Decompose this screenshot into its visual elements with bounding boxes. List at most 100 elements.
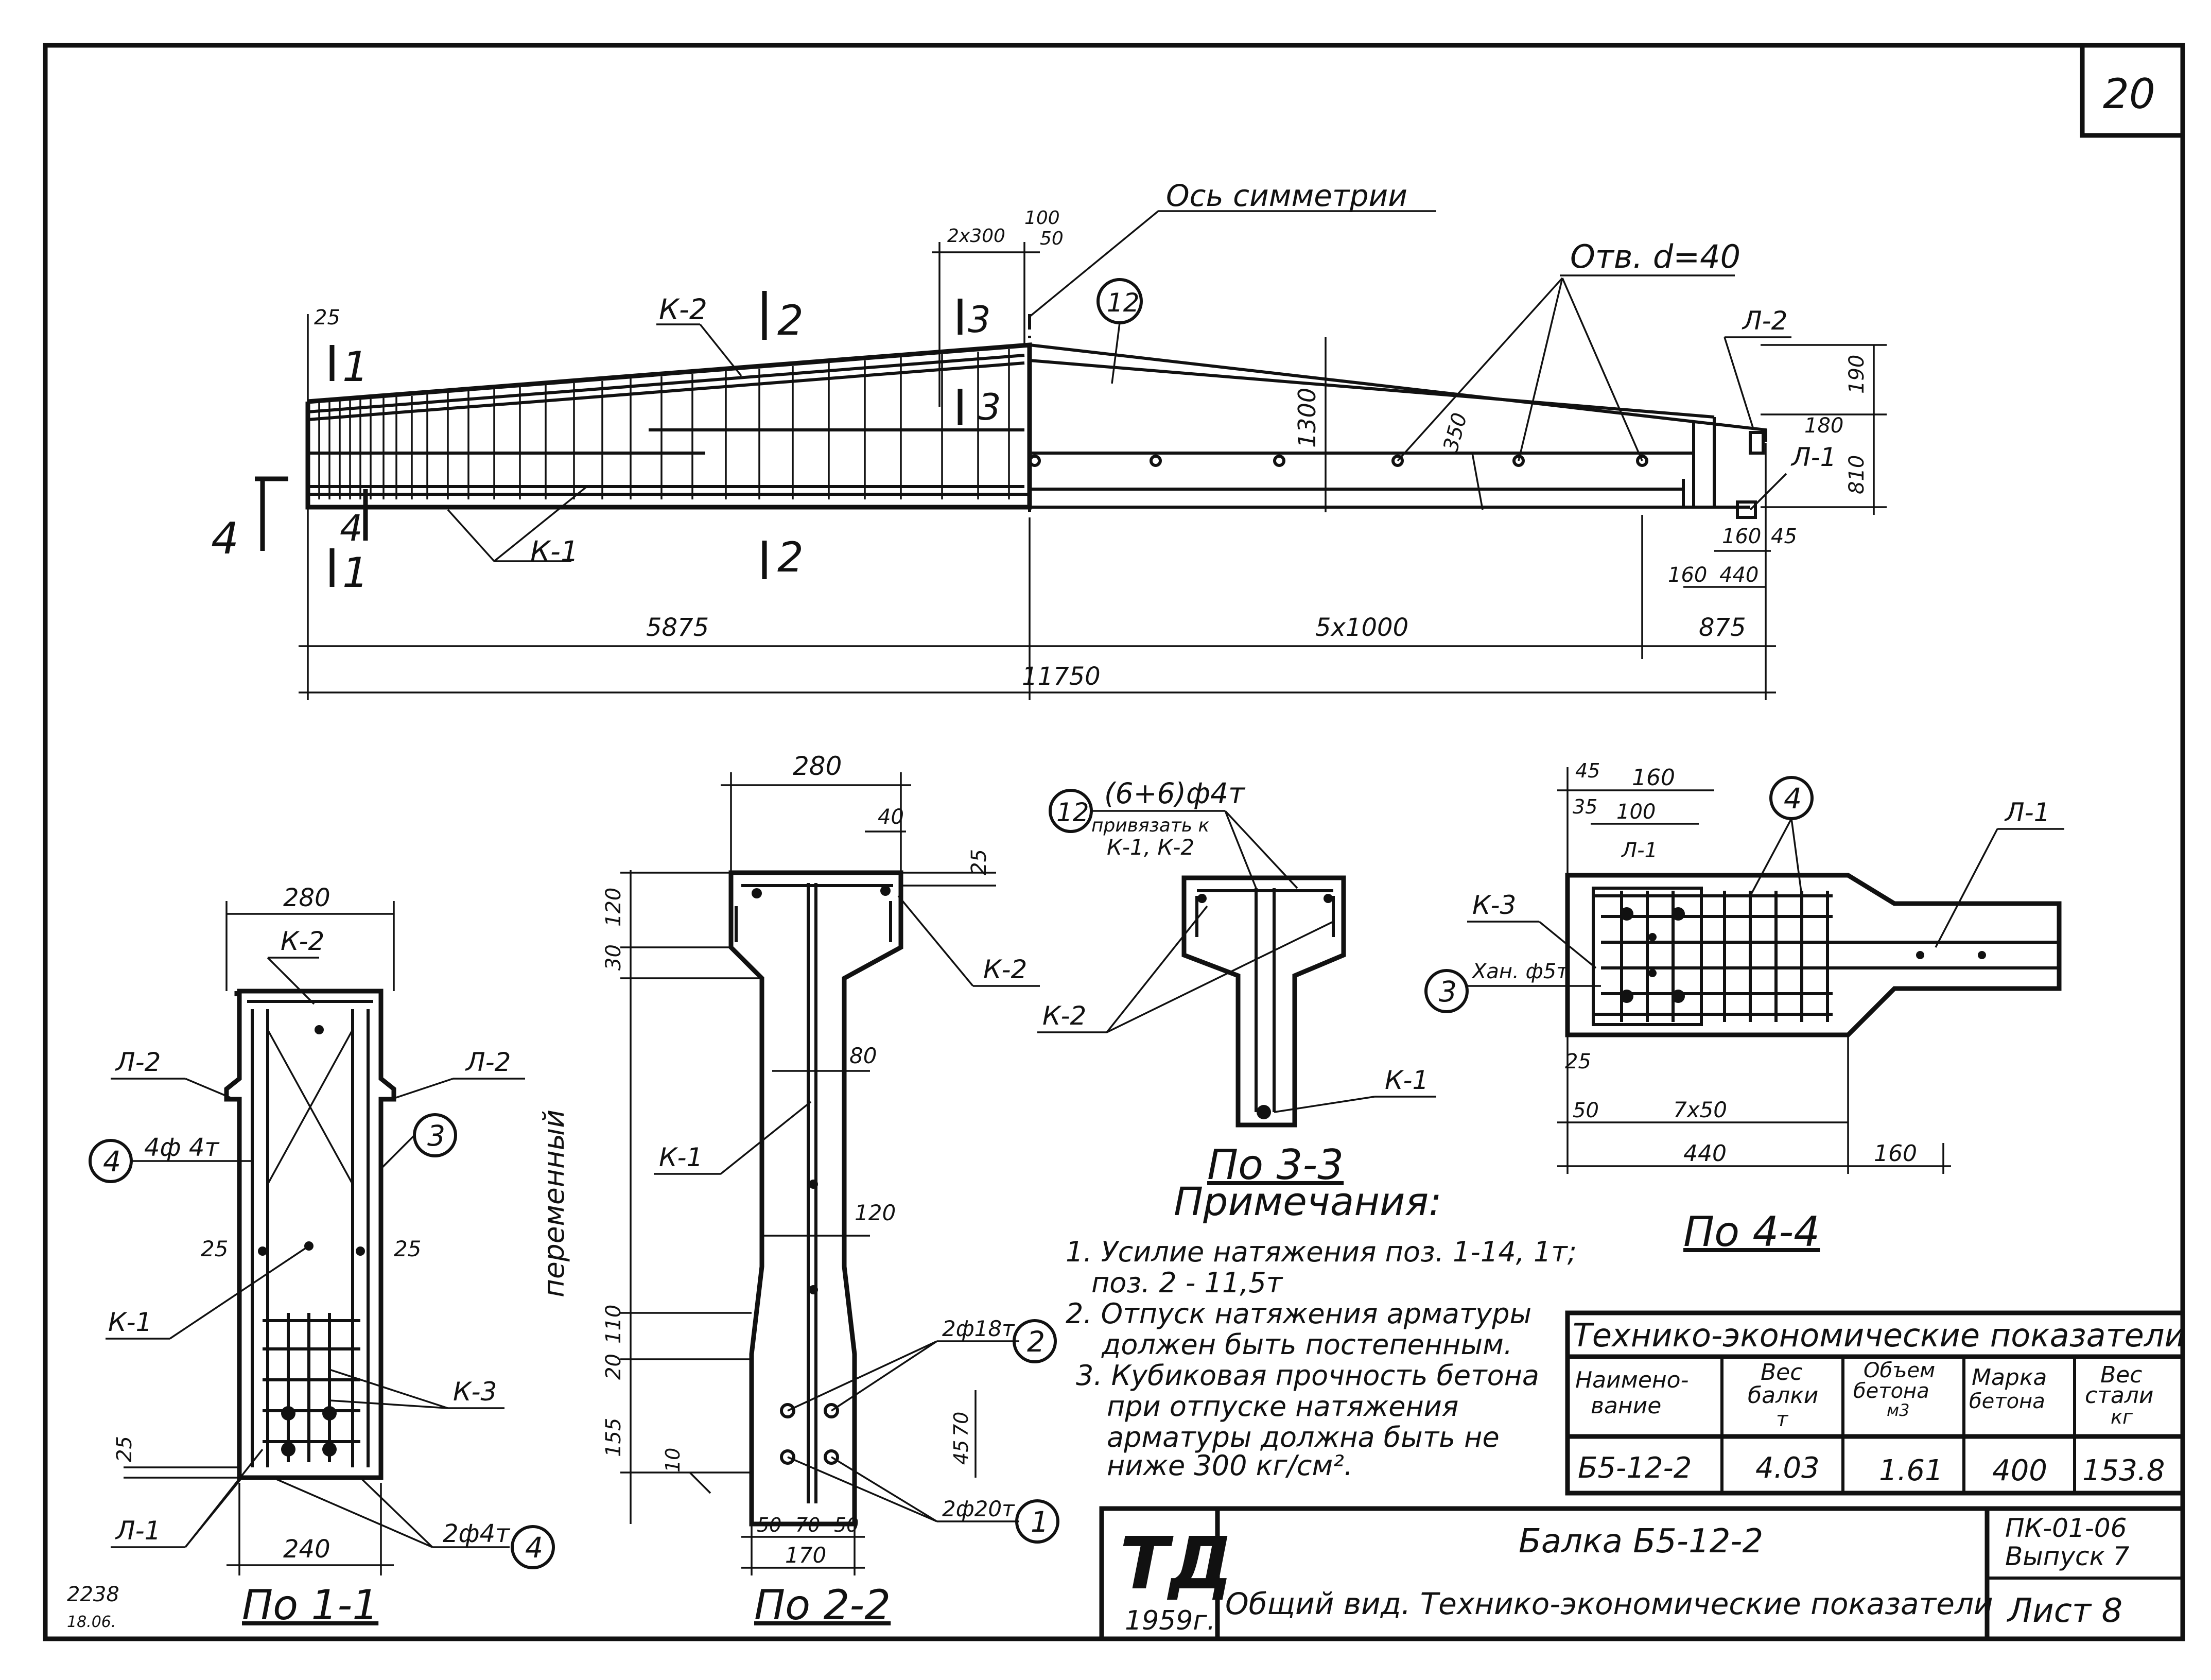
s22-dim-155: 155: [602, 1418, 625, 1457]
dim-190: 190: [1845, 355, 1869, 394]
cut2-bottom: 2: [777, 533, 804, 581]
cut3-top: 3: [968, 299, 991, 341]
section-2-2: 280 40 25 переменный 120 30 110 20 155 1…: [537, 751, 1059, 1629]
s11-l2-right-label: Л-2: [465, 1047, 511, 1077]
table-header-weight-3: т: [1776, 1408, 1789, 1431]
title-year: 1959г.: [1125, 1605, 1215, 1636]
s33-bars-label: (6+6)ф4т: [1104, 777, 1246, 810]
s33-title: По 3-3: [1207, 1141, 1344, 1189]
table-cell-volume: 1.61: [1879, 1454, 1943, 1487]
holes-label: Отв. d=40: [1570, 238, 1740, 275]
s33-k1-label: К-1: [1385, 1065, 1429, 1095]
s44-k3-label: К-3: [1472, 890, 1516, 920]
stamp-number: 2238: [67, 1583, 119, 1606]
s22-dim-110: 110: [602, 1305, 625, 1344]
note-3a: 3. Кубиковая прочность бетона: [1076, 1359, 1539, 1392]
s44-dim-35: 35: [1573, 795, 1597, 818]
s22-dim-10: 10: [661, 1448, 684, 1473]
section-3-3: 12 (6+6)ф4т привязать к К-1, К-2 К-2 К-1…: [1037, 777, 1436, 1189]
section-4-4: 45 160 35 100 25 50 7x50 440 160 Л-1 Л-1…: [1424, 759, 2064, 1256]
cut3-bottom: 3: [978, 386, 1001, 428]
s11-dim-25-left: 25: [201, 1236, 228, 1261]
title-series: ПК-01-06: [2005, 1513, 2127, 1543]
table-cell-steel: 153.8: [2082, 1454, 2165, 1487]
s22-pos2-marker: 2: [1027, 1325, 1045, 1358]
s44-l1-inner-label: Л-1: [1621, 839, 1658, 862]
dim-25-top: 25: [314, 306, 340, 330]
s11-dim-25-bottom: 25: [113, 1436, 136, 1462]
s11-bars-label: 4ф 4т: [144, 1133, 220, 1162]
s22-bar20-label: 2ф20т: [942, 1496, 1015, 1521]
dim-160-vertical: 160: [1722, 525, 1761, 548]
title-subtitle: Общий вид. Технико-экономические показат…: [1225, 1586, 1993, 1621]
s44-pos4-marker: 4: [1784, 782, 1802, 815]
table-cell-name: Б5-12-2: [1578, 1451, 1692, 1485]
table-header-grade-1: Марка: [1972, 1364, 2047, 1391]
table-title: Технико-экономические показатели: [1573, 1317, 2185, 1354]
table-header-volume-2: бетона: [1853, 1379, 1929, 1403]
s22-dim-25: 25: [967, 849, 991, 875]
s22-dim-50b: 50: [834, 1514, 859, 1536]
s22-dim-70: 70: [950, 1412, 972, 1436]
s44-dim-160: 160: [1632, 765, 1675, 791]
s22-variable-label: переменный: [537, 1110, 570, 1297]
note-2b: должен быть постепенным.: [1101, 1328, 1512, 1361]
cut1-bottom: 1: [342, 549, 369, 597]
k1-label: К-1: [530, 535, 579, 568]
l1-label: Л-1: [1790, 442, 1836, 472]
s22-dim-30: 30: [602, 944, 625, 971]
s22-k2-label: К-2: [983, 955, 1027, 984]
note-1b: поз. 2 - 11,5т: [1091, 1267, 1283, 1299]
s44-title: По 4-4: [1683, 1208, 1820, 1256]
table-header-steel-1: Вес: [2100, 1362, 2142, 1388]
title-block: ТД 1959г. Балка Б5-12-2 Общий вид. Техни…: [1099, 1506, 2185, 1641]
title-issue: Выпуск 7: [2005, 1542, 2130, 1571]
dim-50: 50: [1040, 228, 1064, 249]
notes-heading: Примечания:: [1174, 1179, 1442, 1224]
s33-pos12-marker: 12: [1056, 798, 1089, 827]
table-header-grade-2: бетона: [1969, 1390, 2045, 1413]
s11-dim-240: 240: [283, 1535, 330, 1564]
stamp-date: 18.06.: [67, 1613, 116, 1631]
s11-title: По 1-1: [242, 1581, 378, 1629]
beam-elevation: Ось симметрии Отв. d=40 К-2 К-1 Л-2 Л-1 …: [211, 178, 1887, 700]
s44-dim-45: 45: [1575, 759, 1600, 782]
s22-dim-45: 45: [950, 1440, 972, 1465]
dim-160-bottom: 160: [1668, 563, 1707, 587]
table-header-name-1: Наимено-: [1575, 1367, 1688, 1393]
s44-dim-100: 100: [1616, 800, 1656, 824]
s44-dim-440: 440: [1683, 1140, 1727, 1167]
s11-l2-left-label: Л-2: [115, 1047, 161, 1077]
cut4-left: 4: [211, 513, 239, 564]
notes: Примечания: 1. Усилие натяжения поз. 1-1…: [67, 1179, 1577, 1631]
dim-5x1000: 5x1000: [1315, 613, 1408, 642]
dim-5875: 5875: [646, 613, 709, 642]
s11-k1-label: К-1: [108, 1307, 152, 1337]
s11-pos4-marker-bottom: 4: [525, 1531, 543, 1564]
dim-2x300: 2x300: [947, 226, 1005, 247]
dim-350: 350: [1439, 410, 1472, 455]
s22-pos1-marker: 1: [1031, 1505, 1049, 1538]
table-header-volume-1: Объем: [1864, 1359, 1935, 1382]
table-header-steel-3: кг: [2111, 1406, 2133, 1428]
s11-dim-25-right: 25: [394, 1236, 421, 1261]
symmetry-axis-label: Ось симметрии: [1166, 178, 1407, 213]
title-sheet: Лист 8: [2007, 1592, 2122, 1630]
table-cell-weight: 4.03: [1755, 1451, 1820, 1485]
table-header-weight-2: балки: [1748, 1382, 1818, 1409]
title-logo: ТД: [1120, 1522, 1233, 1606]
dim-440-small: 440: [1719, 563, 1759, 587]
note-3b: при отпуске натяжения: [1107, 1390, 1458, 1423]
note-3d: ниже 300 кг/см².: [1107, 1449, 1353, 1482]
s22-dim-50a: 50: [757, 1514, 781, 1536]
note-1a: 1. Усилие натяжения поз. 1-14, 1т;: [1066, 1236, 1577, 1268]
s44-bar-label: Хан. ф5т: [1471, 960, 1569, 983]
s22-dim-20: 20: [602, 1354, 625, 1380]
section-1-1: 280 240 25 25 25 К-2 Л-2 Л-2 4 4ф 4т 3 К…: [89, 884, 555, 1629]
dim-11750: 11750: [1022, 662, 1101, 691]
s33-tie1: привязать к: [1091, 815, 1209, 836]
cut1-top: 1: [342, 343, 369, 391]
s22-bar18-label: 2ф18т: [942, 1316, 1015, 1341]
table-header-volume-3: м3: [1887, 1400, 1910, 1420]
